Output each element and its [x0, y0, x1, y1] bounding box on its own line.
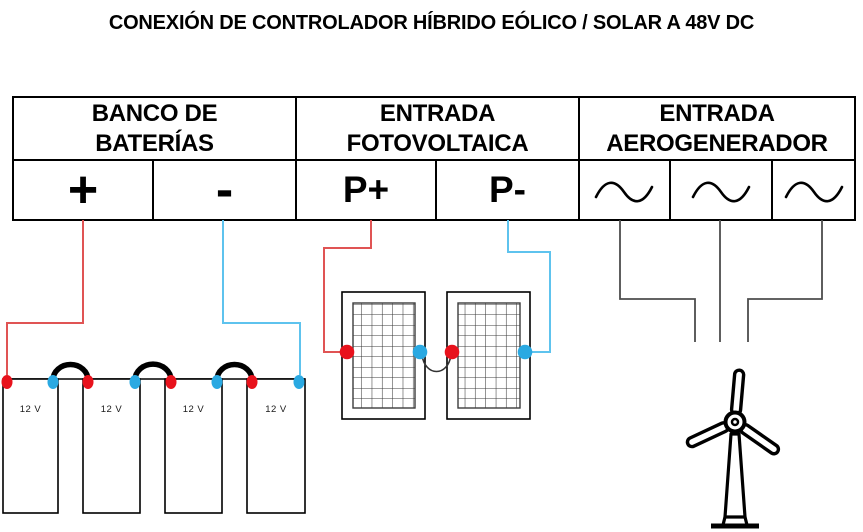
- panel-positive-terminal: [339, 344, 355, 360]
- diagram-title: CONEXIÓN DE CONTROLADOR HÍBRIDO EÓLICO /…: [108, 11, 755, 34]
- battery-negative-terminal: [293, 375, 305, 389]
- terminal-pv-positive: P+: [342, 169, 390, 210]
- battery-negative-terminal: [47, 375, 59, 389]
- panel-series-link: [421, 354, 452, 373]
- ac-wave-icon: [594, 181, 654, 203]
- battery-case: [82, 378, 141, 514]
- battery-bank-header: BANCO DE BATERÍAS: [13, 98, 296, 159]
- battery-negative-wire: [222, 220, 301, 375]
- battery-voltage-label: 12 V: [19, 403, 42, 415]
- solar-panel-cells: [457, 302, 521, 409]
- series-jumper-arc: [132, 361, 174, 381]
- terminal-battery-positive: +: [67, 161, 99, 219]
- wind-wire-right: [747, 220, 823, 342]
- terminal-pv-negative: P-: [489, 169, 526, 210]
- pv-negative-wire: [507, 220, 551, 353]
- battery-positive-terminal: [246, 375, 258, 389]
- panel-positive-terminal: [444, 344, 460, 360]
- battery-voltage-label: 12 V: [100, 403, 123, 415]
- pv-input-header: ENTRADA FOTOVOLTAICA: [296, 98, 579, 159]
- battery-positive-terminal: [165, 375, 177, 389]
- battery-case: [246, 378, 306, 514]
- pv-positive-wire: [323, 220, 372, 353]
- battery-voltage-label: 12 V: [182, 403, 205, 415]
- battery-positive-wire: [6, 220, 84, 375]
- header-line: BATERÍAS: [95, 129, 214, 157]
- panel-negative-terminal: [517, 344, 533, 360]
- header-line: AEROGENERADOR: [606, 129, 828, 157]
- solar-panel-cells: [352, 302, 416, 409]
- wind-wire-left: [619, 220, 696, 342]
- battery-voltage-label: 12 V: [265, 403, 287, 415]
- battery-bank: [1, 361, 306, 514]
- header-line: ENTRADA: [379, 99, 496, 127]
- solar-panel-array: [339, 291, 533, 420]
- series-jumper-arc: [214, 361, 255, 381]
- ac-wave-icon: [691, 181, 751, 203]
- battery-positive-terminal: [1, 375, 13, 389]
- header-line: BANCO DE: [91, 99, 218, 127]
- terminal-table-grid: [12, 96, 856, 221]
- battery-positive-terminal: [82, 375, 94, 389]
- battery-case: [2, 378, 59, 514]
- ac-wave-icon: [784, 181, 844, 203]
- header-line: FOTOVOLTAICA: [346, 129, 529, 157]
- header-line: ENTRADA: [659, 99, 775, 127]
- panel-negative-terminal: [412, 344, 428, 360]
- battery-negative-terminal: [129, 375, 141, 389]
- series-jumper-arc: [50, 361, 91, 381]
- wind-input-header: ENTRADA AEROGENERADOR: [579, 98, 855, 159]
- battery-case: [164, 378, 223, 514]
- terminal-battery-negative: -: [215, 161, 234, 219]
- wind-turbine-icon: [685, 368, 781, 529]
- battery-negative-terminal: [211, 375, 223, 389]
